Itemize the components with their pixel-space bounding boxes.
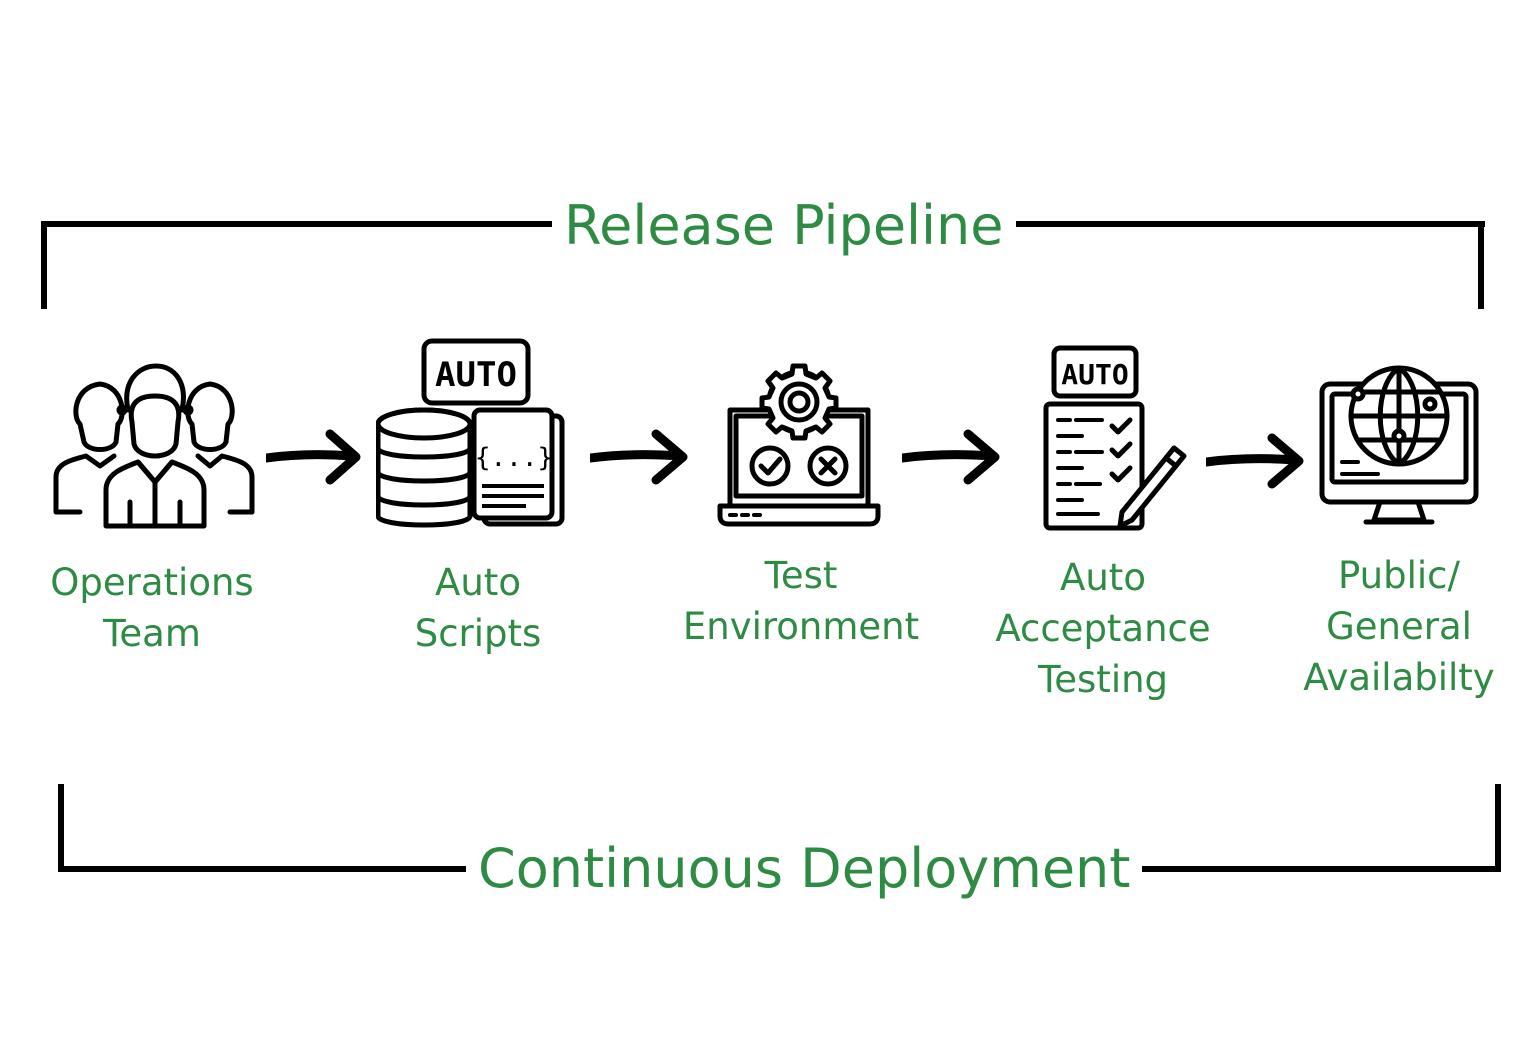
auto-acceptance-testing-icon: AUTO (1042, 344, 1192, 534)
arrow-right-icon (1206, 433, 1304, 489)
operations-team-icon (52, 362, 258, 530)
arrow-right-icon (590, 429, 688, 485)
continuous-deployment-title: Continuous Deployment (466, 842, 1143, 896)
auto-badge-text: AUTO (1061, 358, 1128, 391)
arrow-right-icon (266, 429, 361, 485)
auto-scripts-icon: AUTO {...} (376, 338, 568, 530)
test-environment-icon (716, 362, 882, 528)
public-availability-icon (1318, 364, 1482, 528)
auto-badge-text: AUTO (435, 355, 517, 395)
code-braces-text: {...} (475, 443, 553, 473)
release-pipeline-title: Release Pipeline (552, 199, 1016, 253)
arrow-right-icon (902, 429, 1000, 485)
